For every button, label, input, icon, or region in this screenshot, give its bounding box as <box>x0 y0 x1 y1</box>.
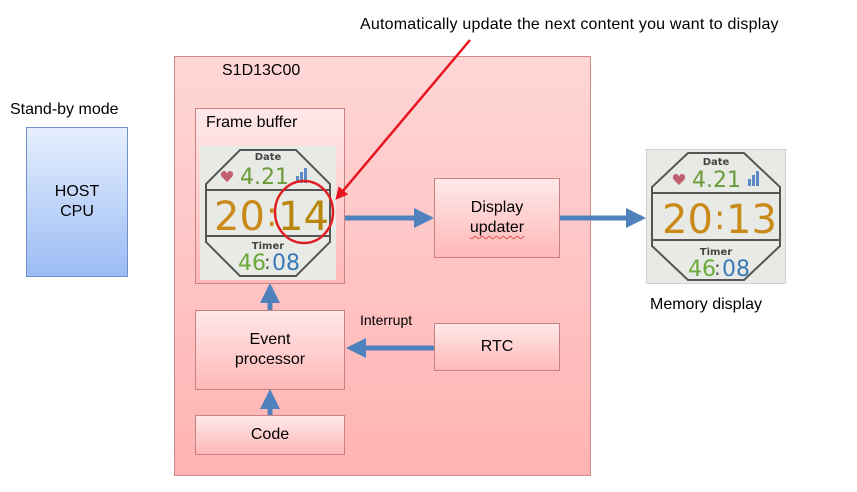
memory-heart-icon <box>672 173 686 185</box>
memory-watch-date-label: Date <box>703 157 730 168</box>
watch-octagon <box>205 149 331 277</box>
memory-watch-colon: : <box>714 198 725 238</box>
watch-date-value: 4.21 <box>240 165 289 190</box>
heart-icon <box>220 170 234 182</box>
memory-watch-timer-colon: : <box>714 256 721 280</box>
display-updater-line2: updater <box>469 219 525 236</box>
rtc-label: RTC <box>480 338 514 355</box>
watch-timer-seconds: 08 <box>272 251 300 276</box>
memory-watch-octagon <box>651 152 781 281</box>
memory-watch-timer-seconds: 08 <box>722 257 750 282</box>
watch-timer-minutes: 46 <box>238 251 266 276</box>
memory-watch-minutes: 13 <box>726 197 777 243</box>
code-block: Code <box>195 415 345 455</box>
watch-hours: 20 <box>214 194 265 240</box>
chip-title: S1D13C00 <box>222 62 301 79</box>
memory-battery-bars-icon <box>748 171 759 186</box>
frame-buffer-watch-face: Date 4.21 20 : 14 Timer 46 : 08 <box>200 146 336 280</box>
annotation-text: Automatically update the next content yo… <box>360 16 779 33</box>
standby-mode-caption: Stand-by mode <box>10 101 119 118</box>
watch-timer-label: Timer <box>252 241 284 252</box>
interrupt-label: Interrupt <box>360 312 413 328</box>
rtc-block: RTC <box>434 323 560 371</box>
code-label: Code <box>250 426 290 443</box>
event-processor-line2: processor <box>234 351 306 368</box>
memory-display-watch-face: Date 4.21 20 : 13 Timer 46 : 08 <box>646 149 786 284</box>
display-updater-line1: Display <box>470 199 524 216</box>
watch-date-label: Date <box>255 152 282 163</box>
display-updater-block: Display updater <box>434 178 560 258</box>
host-cpu-block: HOST CPU <box>26 127 128 277</box>
memory-display-label: Memory display <box>650 296 763 313</box>
event-processor-line1: Event <box>249 331 291 348</box>
battery-bars-icon <box>296 168 307 183</box>
memory-watch-hours: 20 <box>662 197 713 243</box>
host-cpu-line2: CPU <box>60 203 94 220</box>
frame-buffer-label: Frame buffer <box>206 114 298 131</box>
watch-minutes: 14 <box>278 194 329 240</box>
annotation-arrow <box>335 39 471 200</box>
host-cpu-line1: HOST <box>54 183 100 200</box>
memory-watch-timer-minutes: 46 <box>688 257 716 282</box>
highlight-circle <box>273 179 335 245</box>
watch-timer-colon: : <box>264 250 271 274</box>
memory-watch-date-value: 4.21 <box>692 168 741 193</box>
memory-watch-timer-label: Timer <box>700 247 732 258</box>
watch-colon: : <box>266 195 277 235</box>
